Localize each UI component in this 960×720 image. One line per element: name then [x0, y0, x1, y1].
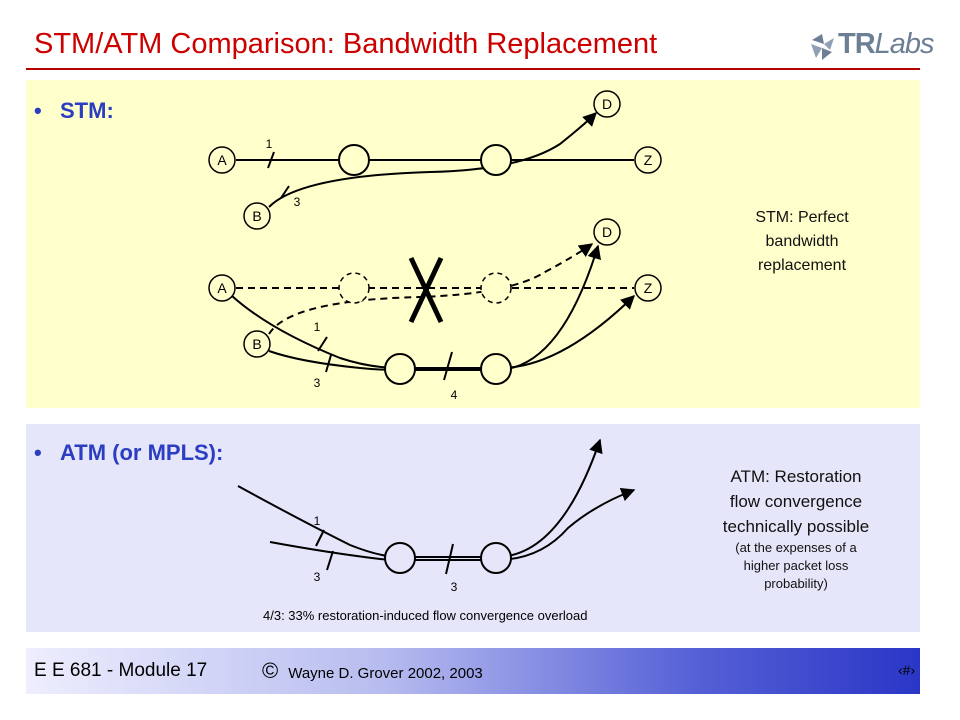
upper-flow-label: 1 — [314, 514, 321, 528]
stm-bottom-diagram: A B D Z 1 3 4 — [208, 218, 662, 402]
slide-footer: E E 681 - Module 17 ©Wayne D. Grover 200… — [26, 648, 920, 694]
node-b — [243, 330, 271, 358]
logo-wordmark: TRLabs — [838, 28, 935, 60]
node-b-label: B — [252, 336, 261, 352]
atm-panel — [26, 424, 920, 632]
copyright-notice: ©Wayne D. Grover 2002, 2003 — [262, 658, 483, 683]
node-z — [634, 274, 662, 302]
tick-a-link — [317, 336, 328, 352]
tick-a-link — [267, 151, 275, 169]
a-link-capacity-label: 1 — [314, 320, 321, 334]
node-a-label: A — [217, 152, 227, 168]
shared-span-capacity-label: 4 — [451, 388, 458, 402]
tick-lower-flow — [326, 550, 334, 571]
node-z-label: Z — [644, 152, 653, 168]
restoration-node — [480, 353, 512, 385]
upper-converging-flow — [237, 438, 603, 558]
node-a — [208, 274, 236, 302]
restoration-node — [384, 353, 416, 385]
node-z-label: Z — [644, 280, 653, 296]
converging-node — [384, 542, 416, 574]
stm-note: STM: Perfect bandwidth replacement — [755, 209, 849, 274]
lower-converging-flow — [269, 487, 636, 561]
page-number: ‹#› — [898, 662, 916, 678]
atm-heading: •ATM (or MPLS): — [34, 440, 224, 465]
atm-note: ATM: Restoration flow convergence techni… — [696, 464, 896, 593]
title-divider — [26, 68, 920, 70]
b-link-capacity-label: 3 — [314, 376, 321, 390]
node-d-label: D — [602, 96, 612, 112]
transit-node — [480, 144, 512, 176]
span-failure-x-icon — [408, 256, 444, 324]
trlabs-logo: TRLabs — [808, 24, 935, 66]
node-z — [634, 146, 662, 174]
b-d-working-path — [268, 112, 597, 208]
course-label: E E 681 - Module 17 — [34, 660, 208, 681]
node-a — [208, 146, 236, 174]
node-d-label: D — [602, 224, 612, 240]
node-b — [243, 202, 271, 230]
stm-heading: •STM: — [34, 98, 114, 123]
node-d — [593, 90, 621, 118]
failed-transit-node — [480, 272, 512, 304]
slide-title: STM/ATM Comparison: Bandwidth Replacemen… — [34, 28, 658, 60]
atm-note-main: ATM: Restoration flow convergence techni… — [722, 467, 870, 536]
a-link-capacity-label: 1 — [266, 137, 273, 151]
atm-diagram: 1 3 3 — [237, 438, 636, 594]
restored-a-z-path — [231, 295, 636, 369]
lower-flow-label: 3 — [314, 570, 321, 584]
node-b-label: B — [252, 208, 261, 224]
overload-caption: 4/3: 33% restoration-induced flow conver… — [263, 608, 587, 623]
stm-panel — [26, 80, 920, 408]
node-a-label: A — [217, 280, 227, 296]
tick-shared-span — [443, 351, 453, 381]
trlabs-mark-icon — [811, 34, 834, 60]
node-d — [593, 218, 621, 246]
stm-top-diagram: A B D Z 1 3 — [208, 90, 662, 230]
b-link-capacity-label: 3 — [294, 195, 301, 209]
failed-transit-node — [338, 272, 370, 304]
shared-span-label: 3 — [451, 580, 458, 594]
tick-upper-flow — [315, 529, 325, 547]
tick-b-link — [280, 185, 290, 199]
transit-node — [338, 144, 370, 176]
tick-b-link — [325, 354, 332, 373]
atm-note-detail: (at the expenses of a higher packet loss… — [735, 540, 857, 591]
tick-shared-span — [445, 543, 454, 575]
converging-node — [480, 542, 512, 574]
failed-b-d-path — [268, 243, 594, 335]
